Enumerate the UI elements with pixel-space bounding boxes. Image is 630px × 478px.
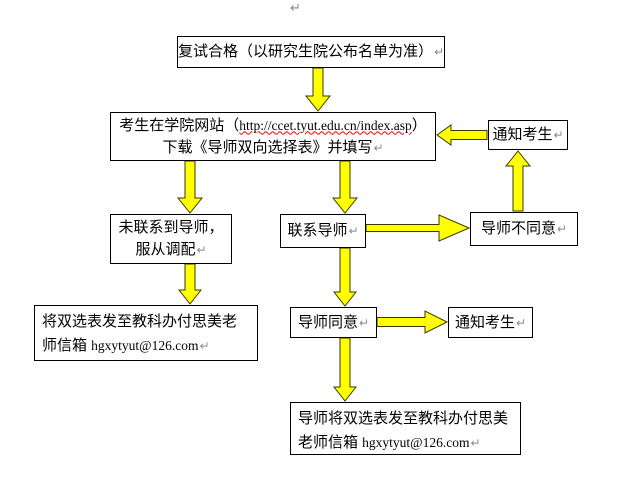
office-email-address: hgxytyut@126.com [362,435,470,450]
arrow-contact-to-disagree-icon [365,214,471,242]
flow-box-contact-text: 联系导师↵ [287,222,359,239]
paragraph-return-mark: ↵ [348,224,359,238]
flow-box-download-form: 考生在学院网站（http://ccet.tyut.edu.cn/index.as… [110,112,436,161]
paragraph-return-mark: ↵ [199,339,210,353]
arrow-disagree-to-notify-icon [504,150,532,212]
paragraph-return-mark: ↵ [358,315,370,330]
flow-box-send-bottom-text: 导师将双选表发至教科办付思美老师信箱 [298,410,509,451]
arrow-agree-to-sendbottom-icon [332,337,358,402]
paragraph-return-mark: ↵ [434,45,445,59]
paragraph-return-mark: ↵ [515,315,527,330]
flow-box-disagree-text: 导师不同意↵ [480,220,568,237]
flow-box-download-line1: 考生在学院网站（http://ccet.tyut.edu.cn/index.as… [119,116,427,134]
flow-box-tutor-disagrees: 导师不同意↵ [470,212,578,246]
flow-box-pass: 复试合格（以研究生院公布名单为准）↵ [177,36,445,68]
arrow-pass-to-download-icon [304,67,332,112]
flow-box-notify-top-text: 通知考生↵ [492,126,564,143]
paragraph-return-mark: ↵ [290,0,301,15]
flow-box-no-contact-line1: 未联系到导师， [118,219,224,236]
flow-box-tutor-agrees: 导师同意↵ [290,307,377,338]
flow-box-notify-mid-text: 通知考生↵ [454,313,527,331]
flow-box-no-tutor-contacted: 未联系到导师， 服从调配↵ [110,214,232,264]
flow-box-send-left-text: 将双选表发至教科办付思美老师信箱 [42,313,238,354]
flow-box-tutor-send-form: 导师将双选表发至教科办付思美老师信箱 hgxytyut@126.com↵ [290,402,521,455]
arrow-nocontact-to-sendleft-icon [177,263,203,305]
flow-box-download-line2: 下载《导师双向选择表》并填写↵ [162,138,384,156]
flow-box-no-contact-line2: 服从调配↵ [135,241,207,258]
arrow-contact-to-agree-icon [332,247,358,307]
flow-box-candidate-send-form: 将双选表发至教科办付思美老师信箱 hgxytyut@126.com↵ [34,305,258,361]
paragraph-return-mark: ↵ [373,140,384,155]
paragraph-return-mark: ↵ [196,243,207,257]
arrow-notify-to-download-icon [436,124,488,146]
flow-box-notify-candidate-top: 通知考生↵ [488,120,568,150]
arrow-download-to-contact-icon [331,160,359,214]
arrow-agree-to-notifymid-icon [376,310,449,334]
paragraph-return-mark: ↵ [553,128,564,142]
college-website-url: http://ccet.tyut.edu.cn/index.asp [239,117,412,133]
flow-box-agree-text: 导师同意↵ [297,313,370,331]
arrow-download-to-nocontact-icon [176,160,204,214]
flow-box-pass-text: 复试合格（以研究生院公布名单为准）↵ [178,43,445,60]
flow-box-notify-candidate-mid: 通知考生↵ [448,307,533,338]
paragraph-return-mark: ↵ [556,222,568,236]
office-email-address: hgxytyut@126.com [91,338,199,353]
paragraph-return-mark: ↵ [470,436,481,450]
flow-box-contact-tutor: 联系导师↵ [280,214,366,248]
